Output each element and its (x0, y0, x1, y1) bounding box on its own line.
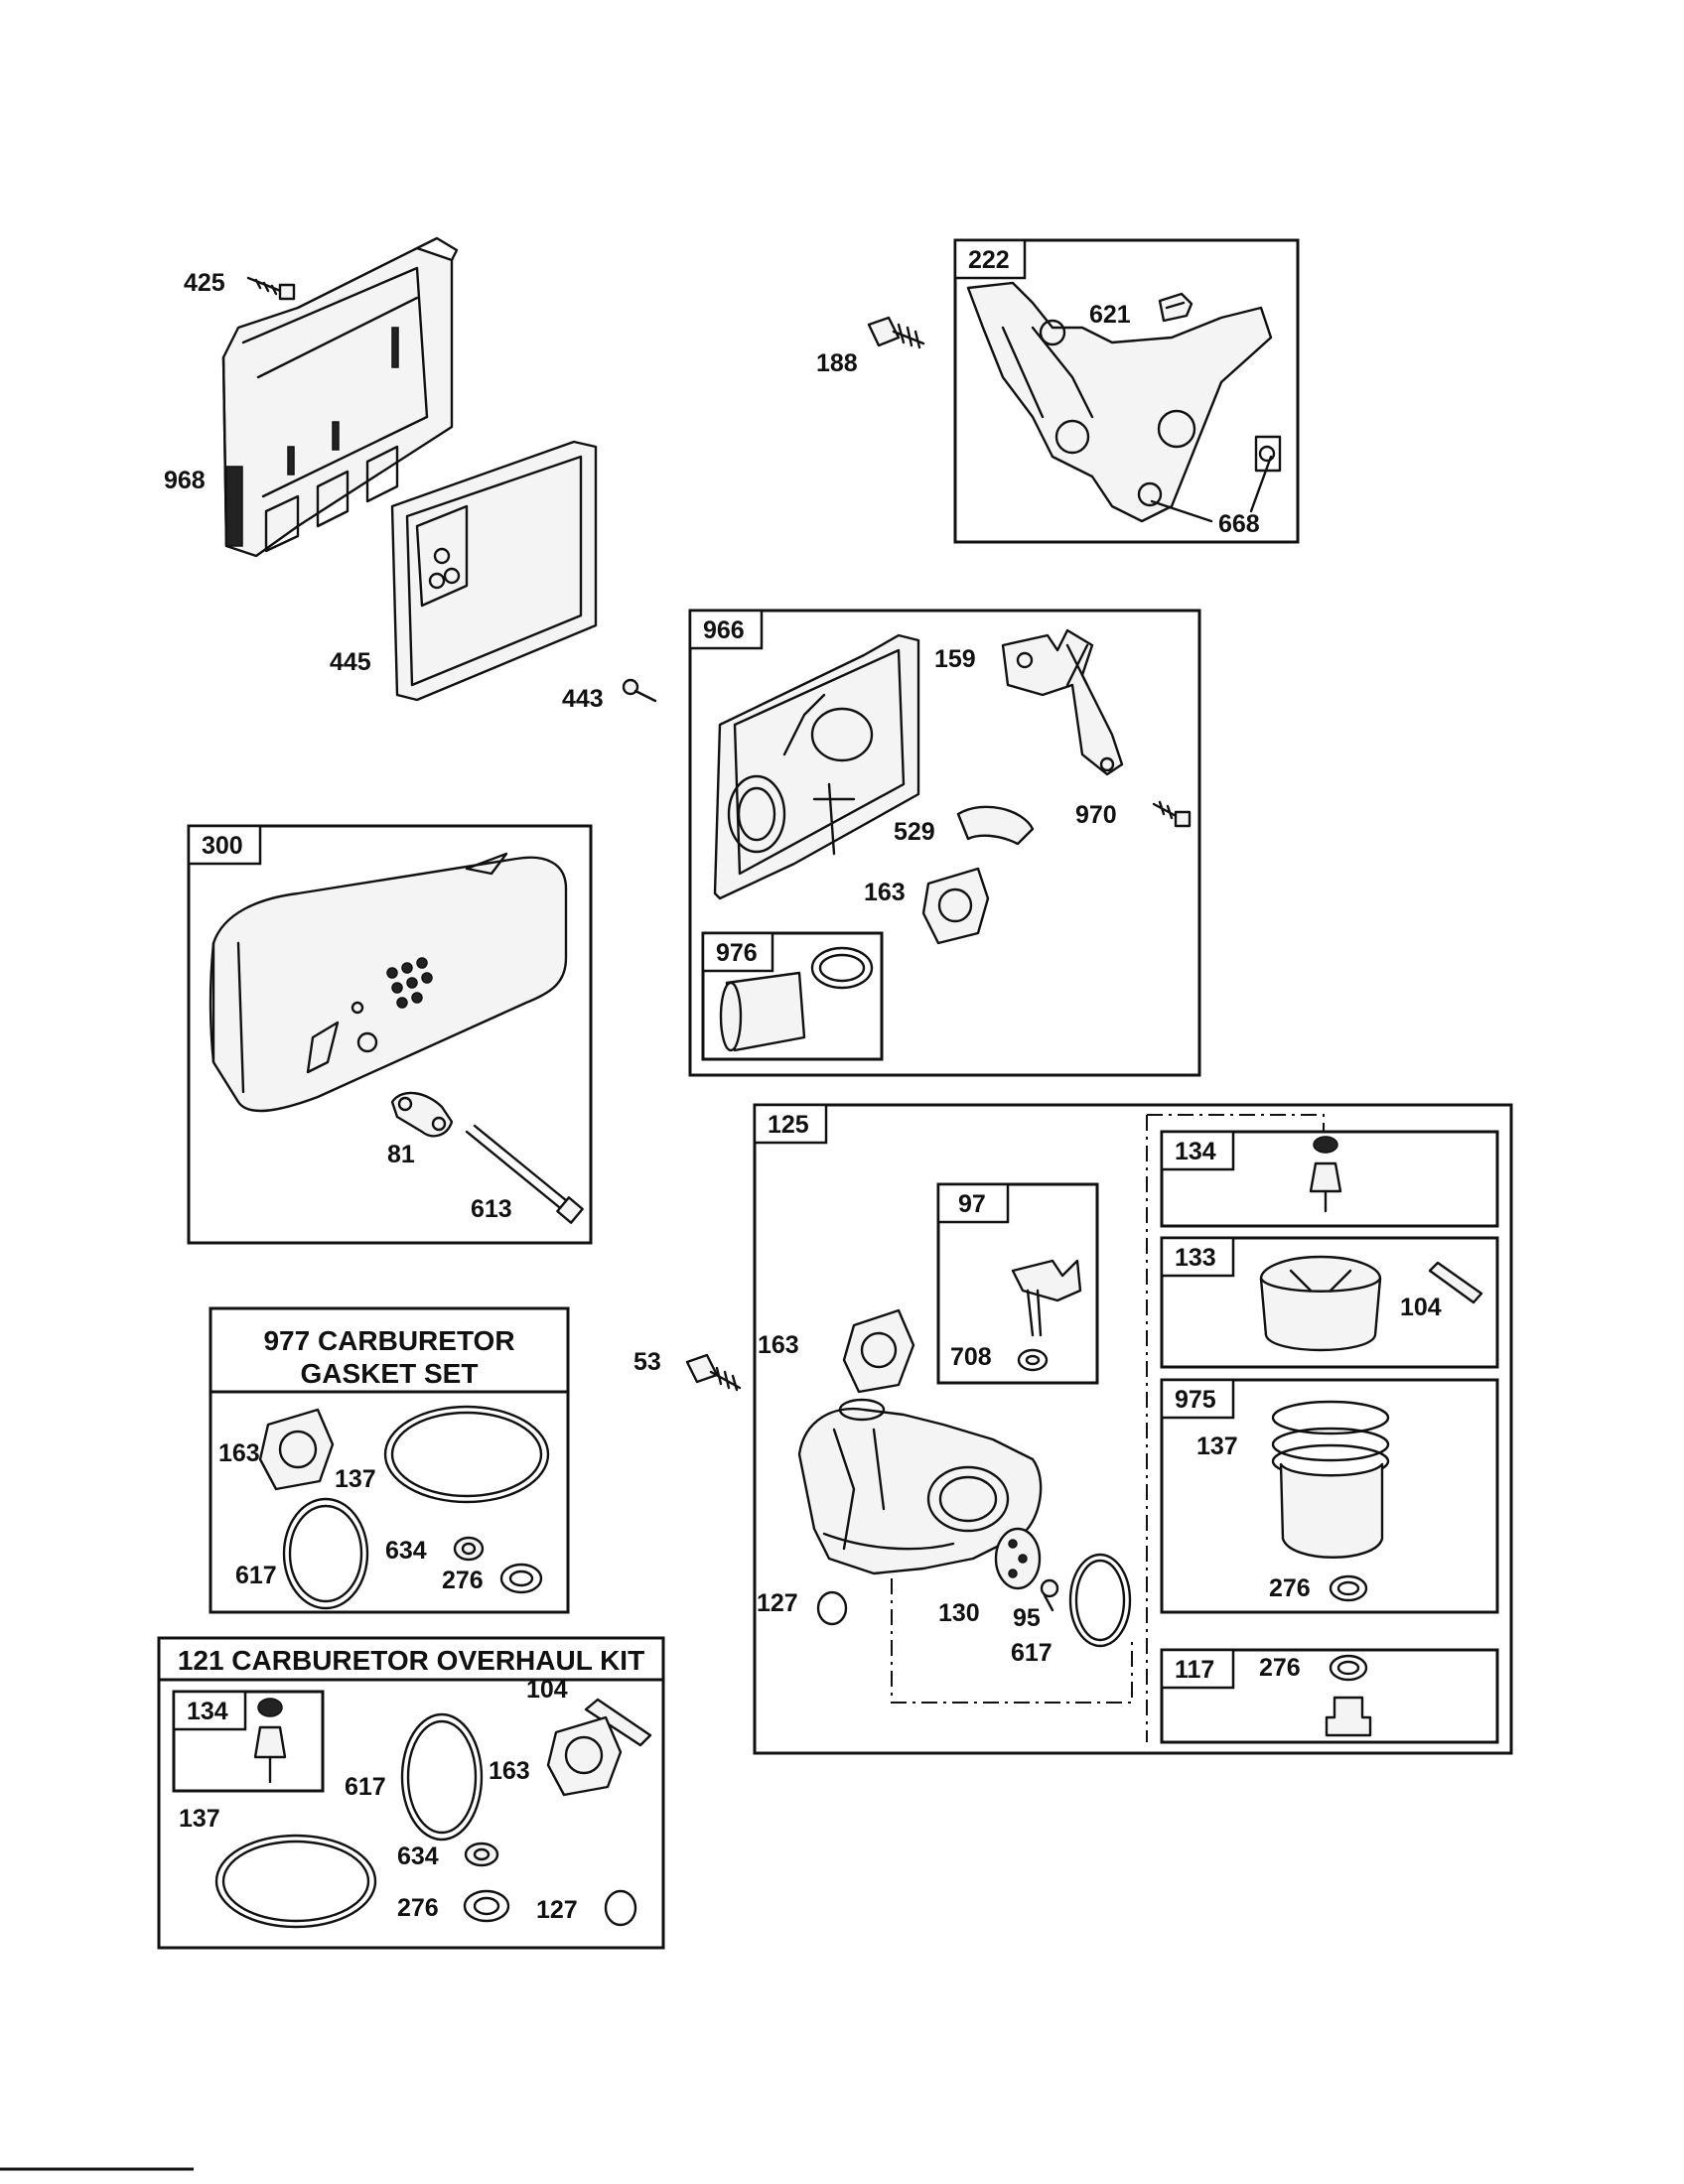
clip-621 (1158, 292, 1193, 323)
tag-134: 134 (187, 1698, 228, 1725)
box-number-tags: 222 966 976 300 125 97 134 133 975 117 1… (187, 246, 1216, 1725)
callout-labels: 425 968 445 443 188 621 668 159 970 529 … (164, 269, 1442, 1924)
screw-188 (867, 316, 925, 349)
box-966 (688, 609, 1201, 1077)
label-127: 127 (536, 1896, 578, 1924)
screw-443 (622, 678, 657, 703)
label-668: 668 (1218, 510, 1260, 538)
screw-970 (1152, 800, 1192, 828)
tag-975: 975 (1175, 1386, 1216, 1414)
screw-425 (246, 276, 296, 301)
muffler-vent-holes (386, 957, 433, 1009)
tag-133: 133 (1175, 1244, 1216, 1272)
tag-125: 125 (768, 1111, 809, 1139)
label-617: 617 (1011, 1639, 1052, 1667)
plate-81 (390, 1091, 454, 1138)
label-708: 708 (950, 1343, 992, 1371)
tag-222: 222 (968, 246, 1010, 274)
box-222 (953, 238, 1300, 544)
overhaul-kit-title: 121 CARBURETOR OVERHAUL KIT (178, 1645, 644, 1676)
label-529: 529 (894, 818, 935, 846)
label-163: 163 (218, 1439, 260, 1467)
tag-97: 97 (958, 1190, 986, 1218)
stud-613 (465, 1124, 584, 1224)
gasket-set-title-line1: 977 CARBURETOR (263, 1325, 514, 1356)
box-300 (187, 824, 593, 1245)
label-127: 127 (757, 1589, 798, 1617)
tag-300: 300 (202, 832, 243, 860)
label-634: 634 (385, 1537, 427, 1565)
label-617: 617 (345, 1773, 386, 1801)
box-976 (701, 931, 884, 1061)
label-53: 53 (633, 1348, 661, 1376)
tag-134: 134 (1175, 1138, 1216, 1165)
label-445: 445 (330, 648, 371, 676)
bracket-159 (1001, 628, 1124, 776)
label-95: 95 (1013, 1604, 1041, 1632)
label-81: 81 (387, 1141, 415, 1168)
label-159: 159 (934, 645, 976, 673)
label-163: 163 (758, 1331, 799, 1359)
label-276: 276 (442, 1567, 484, 1594)
tag-976: 976 (716, 939, 758, 967)
label-163: 163 (864, 879, 906, 906)
gasket-163-966 (921, 867, 990, 945)
label-137: 137 (179, 1805, 220, 1833)
label-137: 137 (1196, 1433, 1238, 1460)
label-276: 276 (1269, 1574, 1311, 1602)
label-163: 163 (489, 1757, 530, 1785)
kit-121-overhaul (157, 1636, 665, 1950)
label-276: 276 (1259, 1654, 1301, 1682)
label-130: 130 (938, 1599, 980, 1627)
air-cleaner-base-968 (221, 236, 459, 558)
box-125 (753, 1103, 1513, 1755)
label-970: 970 (1075, 801, 1117, 829)
label-613: 613 (471, 1195, 512, 1223)
kit-titles: 977 CARBURETOR GASKET SET 121 CARBURETOR… (178, 1325, 644, 1676)
label-137: 137 (335, 1465, 376, 1493)
air-filter-445 (390, 440, 598, 702)
label-104: 104 (526, 1676, 568, 1704)
tube-529 (956, 805, 1035, 846)
label-276: 276 (397, 1894, 439, 1922)
label-443: 443 (562, 685, 604, 713)
label-188: 188 (816, 349, 858, 377)
label-104: 104 (1400, 1294, 1442, 1321)
label-617: 617 (235, 1562, 277, 1589)
kit-977-gasket-set (209, 1306, 570, 1614)
label-634: 634 (397, 1843, 439, 1870)
label-968: 968 (164, 467, 206, 494)
tag-966: 966 (703, 616, 745, 644)
label-425: 425 (184, 269, 225, 297)
gasket-set-title-line2: GASKET SET (301, 1358, 479, 1389)
screw-53 (685, 1353, 742, 1392)
tag-117: 117 (1175, 1656, 1214, 1684)
label-621: 621 (1089, 301, 1131, 329)
